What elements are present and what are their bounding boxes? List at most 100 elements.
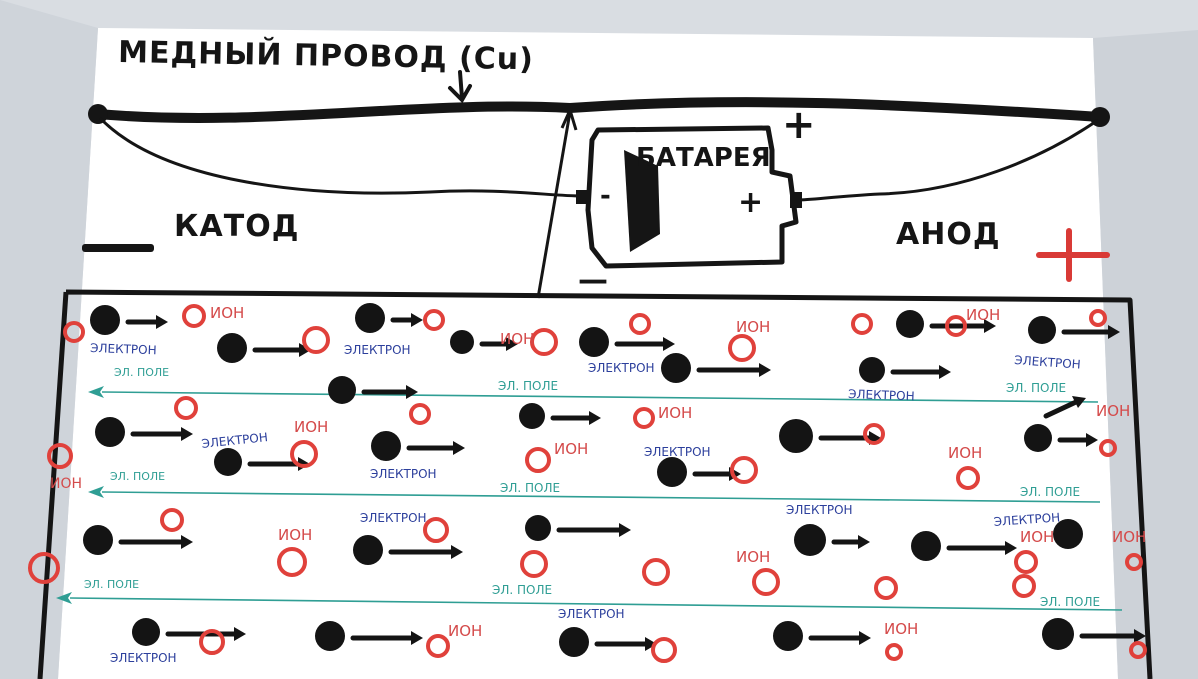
electron — [95, 417, 193, 447]
particles-layer — [28, 303, 1147, 663]
ion — [642, 558, 670, 586]
ion — [1014, 550, 1038, 574]
battery-body — [585, 125, 799, 269]
ion — [409, 403, 431, 425]
cathode-label: КАТОД — [174, 209, 299, 244]
electron — [217, 333, 311, 363]
ion — [290, 440, 318, 468]
field-line-arrowhead — [88, 386, 104, 398]
paper-shadow-right — [1093, 30, 1198, 679]
field-line-arrowhead — [56, 592, 72, 604]
ion — [530, 328, 558, 356]
electron — [773, 621, 871, 651]
drift-arrowhead — [589, 411, 601, 425]
field-line — [56, 592, 1123, 611]
electron — [911, 531, 1017, 561]
electron-label: ЭЛЕКТРОН — [90, 341, 157, 357]
ion — [752, 568, 780, 596]
ion — [174, 396, 198, 420]
battery-left-terminal — [576, 190, 590, 204]
ion — [28, 552, 60, 584]
field-label: ЭЛ. ПОЛЕ — [1006, 381, 1066, 395]
ion-label: ИОН — [500, 330, 534, 348]
paper-shadow-left — [0, 0, 98, 679]
ion-label: ИОН — [736, 548, 770, 566]
drift-arrowhead — [406, 385, 418, 399]
electron — [1028, 316, 1120, 344]
left-circuit-wire — [98, 116, 583, 198]
electron — [525, 515, 631, 541]
ion-label: ИОН — [278, 526, 312, 544]
field-line — [88, 386, 1099, 403]
ion-label: ИОН — [294, 418, 328, 436]
ion — [1099, 439, 1117, 457]
ion-label: ИОН — [736, 318, 770, 336]
wire-plus-sign: + — [782, 102, 816, 148]
ion — [520, 550, 548, 578]
electron — [559, 627, 657, 657]
drift-arrowhead — [939, 365, 951, 379]
drift-arrowhead — [299, 343, 311, 357]
drift-arrowhead — [181, 535, 193, 549]
zoom-indicator-tip — [560, 105, 578, 131]
electron-label: ЭЛЕКТРОН — [344, 343, 411, 357]
ion-label: ИОН — [948, 444, 982, 462]
cathode-minus-sign — [82, 244, 154, 252]
electron — [794, 524, 870, 556]
electron-label: ЭЛЕКТРОН — [1014, 353, 1081, 372]
electron-label: ЭЛЕКТРОН — [201, 430, 269, 451]
ion — [423, 517, 449, 543]
drift-arrow-diagonal — [1043, 396, 1086, 419]
ion-label: ИОН — [210, 304, 244, 322]
title-pointer-arrow — [448, 70, 472, 104]
drift-arrowhead — [619, 523, 631, 537]
drift-arrowhead — [411, 313, 423, 327]
ion-label: ИОН — [1096, 402, 1130, 420]
title-text: МЕДНЫЙ ПРОВОД (Cu) — [118, 34, 534, 77]
ion — [651, 637, 677, 663]
drift-arrowhead — [453, 441, 465, 455]
electron — [90, 305, 168, 335]
field-label: ЭЛ. ПОЛЕ — [500, 481, 560, 495]
battery-minus-sign: - — [600, 181, 611, 211]
right-circuit-wire — [797, 118, 1099, 202]
drift-arrowhead — [1005, 541, 1017, 555]
ion — [423, 309, 445, 331]
battery-plus-sign: + — [738, 185, 763, 220]
zoom-indicator-line — [536, 111, 572, 299]
electron — [450, 330, 518, 354]
ion — [302, 326, 330, 354]
drift-arrowhead — [984, 319, 996, 333]
electron — [1042, 618, 1146, 650]
ion — [956, 466, 980, 490]
ion — [426, 634, 450, 658]
drift-arrowhead — [1108, 325, 1120, 339]
drift-arrowhead — [506, 337, 518, 351]
ion — [1012, 574, 1036, 598]
ion — [851, 313, 873, 335]
field-label: ЭЛ. ПОЛЕ — [84, 578, 139, 591]
ion-label: ИОН — [884, 620, 918, 638]
electron — [355, 303, 423, 333]
electron-label: ЭЛЕКТРОН — [110, 651, 177, 665]
ion-label: ИОН — [1112, 528, 1146, 546]
field-label: ЭЛ. ПОЛЕ — [492, 583, 552, 597]
anode-plus-sign — [1036, 228, 1110, 282]
box-labels-layer: ЭЛЕКТРОН ИОН ЭЛЕКТРОН ИОН ЭЛЕКТРОН ИОН ЭЛЕКТРО… — [50, 304, 1146, 665]
drift-arrowhead — [234, 627, 246, 641]
ion — [874, 576, 898, 600]
ion — [277, 547, 307, 577]
drift-arrowhead — [451, 545, 463, 559]
ion-label: ИОН — [50, 476, 82, 492]
electron-label: ЭЛЕКТРОН — [993, 510, 1060, 529]
ion — [633, 407, 655, 429]
field-label: ЭЛ. ПОЛЕ — [114, 366, 169, 379]
electron — [579, 327, 675, 357]
ion-label: ИОН — [658, 404, 692, 422]
drift-arrowhead — [1086, 433, 1098, 447]
anode-label: АНОД — [896, 217, 1001, 252]
ion — [885, 643, 903, 661]
electron-label: ЭЛЕКТРОН — [644, 445, 711, 459]
ion — [730, 456, 758, 484]
